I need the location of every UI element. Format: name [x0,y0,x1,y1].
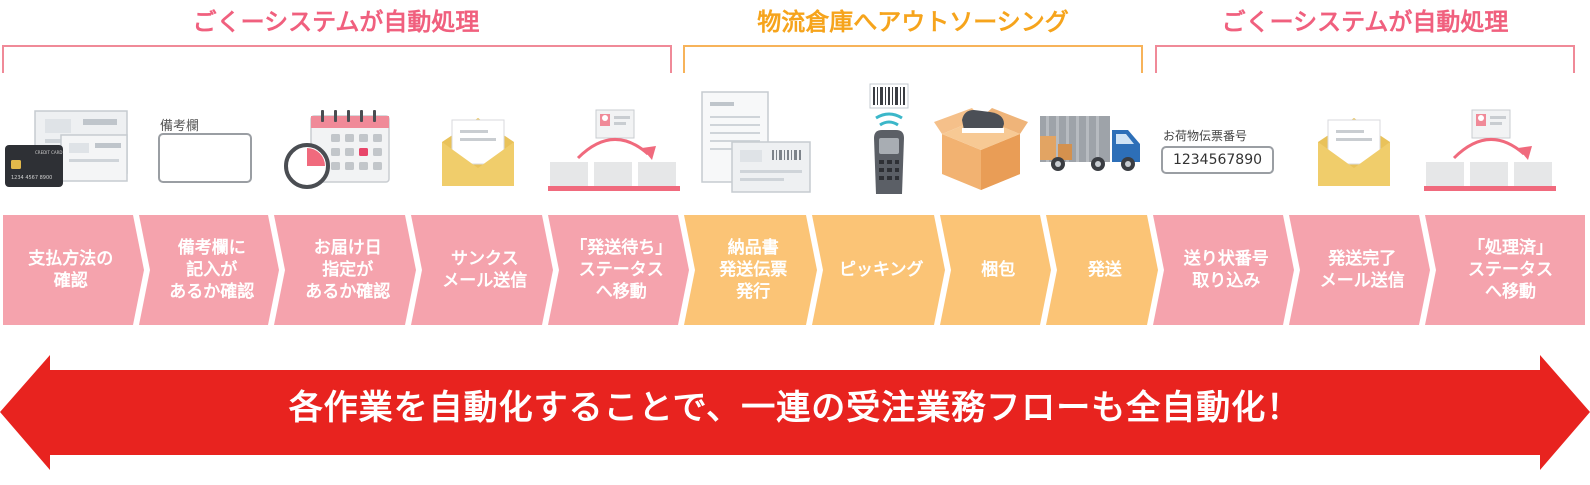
credit-card-icon: CREDIT CARD 1234 4567 8900 [5,110,128,187]
tracking-label: お荷物伝票番号 [1163,129,1248,143]
header-outsource: 物流倉庫へアウトソーシング [757,8,1069,36]
tracking-number-field: 1234567890 [1161,146,1274,174]
step-chevron-12 [1425,215,1585,325]
step-label-11: 発送完了 メール送信 [1319,249,1405,291]
step-label-9: 発送 [1087,260,1122,280]
banner-arrow [0,355,1590,470]
header-auto-right: ごくーシステムが自動処理 [1221,8,1509,36]
step-chevron-3 [274,215,416,325]
step-chevron-7 [812,215,945,325]
card-number: 1234 4567 8900 [11,175,52,181]
step-chevron-11 [1289,215,1430,325]
step-chevron-8 [940,215,1051,325]
bracket-auto-right [1155,45,1575,73]
step-chevron-2 [139,215,279,325]
step-chevron-1 [3,215,144,325]
step-chevron-4 [411,215,553,325]
envelope-icon [442,118,514,186]
step-label-3: お届け日 指定が あるか確認 [305,238,391,302]
banner-text: 各作業を自動化することで、一連の受注業務フローも全自動化！ [288,388,1302,428]
step-label-7: ピッキング [839,260,924,280]
step-label-5: 「発送待ち」 ステータス へ移動 [570,238,673,302]
step-label-6: 納品書 発送伝票 発行 [719,238,788,302]
step-chevron-9 [1046,215,1158,325]
bracket-auto-left [2,45,672,73]
tracking-number-value: 1234567890 [1172,152,1263,168]
header-auto-left: ごくーシステムが自動処理 [192,8,480,36]
step-chevron-6 [684,215,817,325]
package-box-icon [934,108,1028,190]
envelope-icon-2 [1318,118,1390,186]
step-label-10: 送り状番号 取り込み [1183,249,1269,291]
truck-icon [1040,116,1140,171]
memo-field-icon [158,133,252,183]
memo-label: 備考欄 [160,119,200,134]
process-steps [3,215,1585,325]
step-label-12: 「処理済」 ステータス へ移動 [1468,238,1553,302]
step-label-8: 梱包 [981,260,1016,280]
bracket-outsource [683,45,1143,73]
status-move-icon [548,109,680,191]
calendar-icon [284,110,390,189]
status-move-icon-2 [1424,109,1556,191]
step-chevron-5 [548,215,689,325]
step-label-1: 支払方法の 確認 [28,249,114,291]
step-chevron-10 [1153,215,1294,325]
step-label-2: 備考欄に 記入が あるか確認 [169,238,255,302]
card-caption: CREDIT CARD [35,150,62,155]
step-label-4: サンクス メール送信 [442,249,528,291]
barcode-scanner-icon [869,83,909,194]
invoice-icon [701,91,811,193]
